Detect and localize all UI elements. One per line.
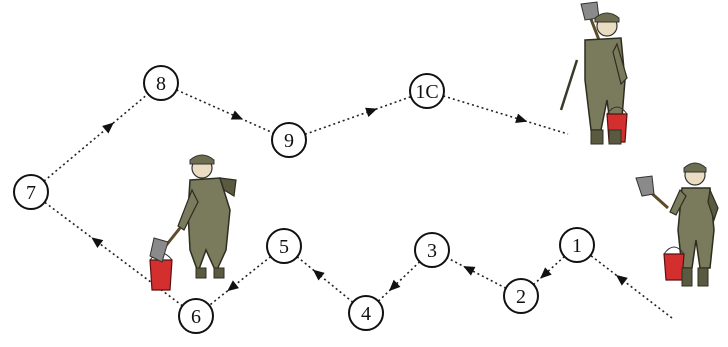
station-circle <box>266 228 302 264</box>
shovel-icon <box>635 175 670 210</box>
path-segment-3 <box>377 261 421 302</box>
station-label: 9 <box>284 130 294 152</box>
soldier-end-figure <box>559 1 628 145</box>
station-node-7: 7 <box>13 174 49 210</box>
station-node-1: 1 <box>559 227 595 263</box>
station-label: 6 <box>191 306 201 328</box>
station-circle <box>13 174 49 210</box>
station-label: 1 <box>572 235 582 257</box>
station-label: 1C <box>415 81 438 103</box>
station-circle <box>178 298 214 334</box>
station-label: 4 <box>361 303 371 325</box>
path-segment-2 <box>446 257 507 289</box>
station-circle <box>143 65 179 101</box>
soldier-digging-figure <box>149 154 237 291</box>
arrow-icon <box>515 113 528 124</box>
walking-path <box>43 89 673 319</box>
arrow-icon <box>102 122 114 134</box>
arrow-icon <box>615 274 628 286</box>
station-nodes: 1 2 3 4 5 6 7 8 9 1C <box>13 65 595 334</box>
arrow-icon <box>463 266 476 276</box>
arrow-icon <box>91 237 104 249</box>
station-circle <box>409 73 445 109</box>
arrow-icon <box>312 269 325 281</box>
path-segment-1 <box>533 255 565 286</box>
station-node-6: 6 <box>178 298 214 334</box>
station-circle <box>348 295 384 331</box>
path-segment-8 <box>176 89 274 134</box>
station-node-10: 1C <box>409 73 445 109</box>
arrow-icon <box>230 110 244 120</box>
station-node-9: 9 <box>271 122 307 158</box>
station-circle <box>271 122 307 158</box>
path-segment-7 <box>43 93 149 182</box>
station-node-2: 2 <box>503 278 539 314</box>
direction-arrows <box>91 107 628 292</box>
station-node-4: 4 <box>348 295 384 331</box>
soldier-start-figure <box>635 162 719 287</box>
arrow-icon <box>540 267 552 279</box>
station-circle <box>414 232 450 268</box>
station-node-3: 3 <box>414 232 450 268</box>
station-label: 5 <box>279 236 289 258</box>
station-node-5: 5 <box>266 228 302 264</box>
path-segment-0 <box>589 254 673 319</box>
station-label: 7 <box>26 182 36 204</box>
arrow-icon <box>388 279 401 292</box>
station-label: 2 <box>516 286 526 308</box>
path-segment-5 <box>208 255 272 307</box>
station-node-8: 8 <box>143 65 179 101</box>
station-label: 3 <box>427 240 437 262</box>
path-segment-6 <box>44 201 183 307</box>
station-circle <box>503 278 539 314</box>
path-segment-9 <box>304 95 412 136</box>
arrow-icon <box>227 280 239 292</box>
station-circle <box>559 227 595 263</box>
path-segment-4 <box>296 256 354 303</box>
station-label: 8 <box>156 73 166 95</box>
path-segment-10 <box>443 95 569 135</box>
shovel-icon <box>149 227 182 263</box>
arrow-icon <box>365 107 378 118</box>
